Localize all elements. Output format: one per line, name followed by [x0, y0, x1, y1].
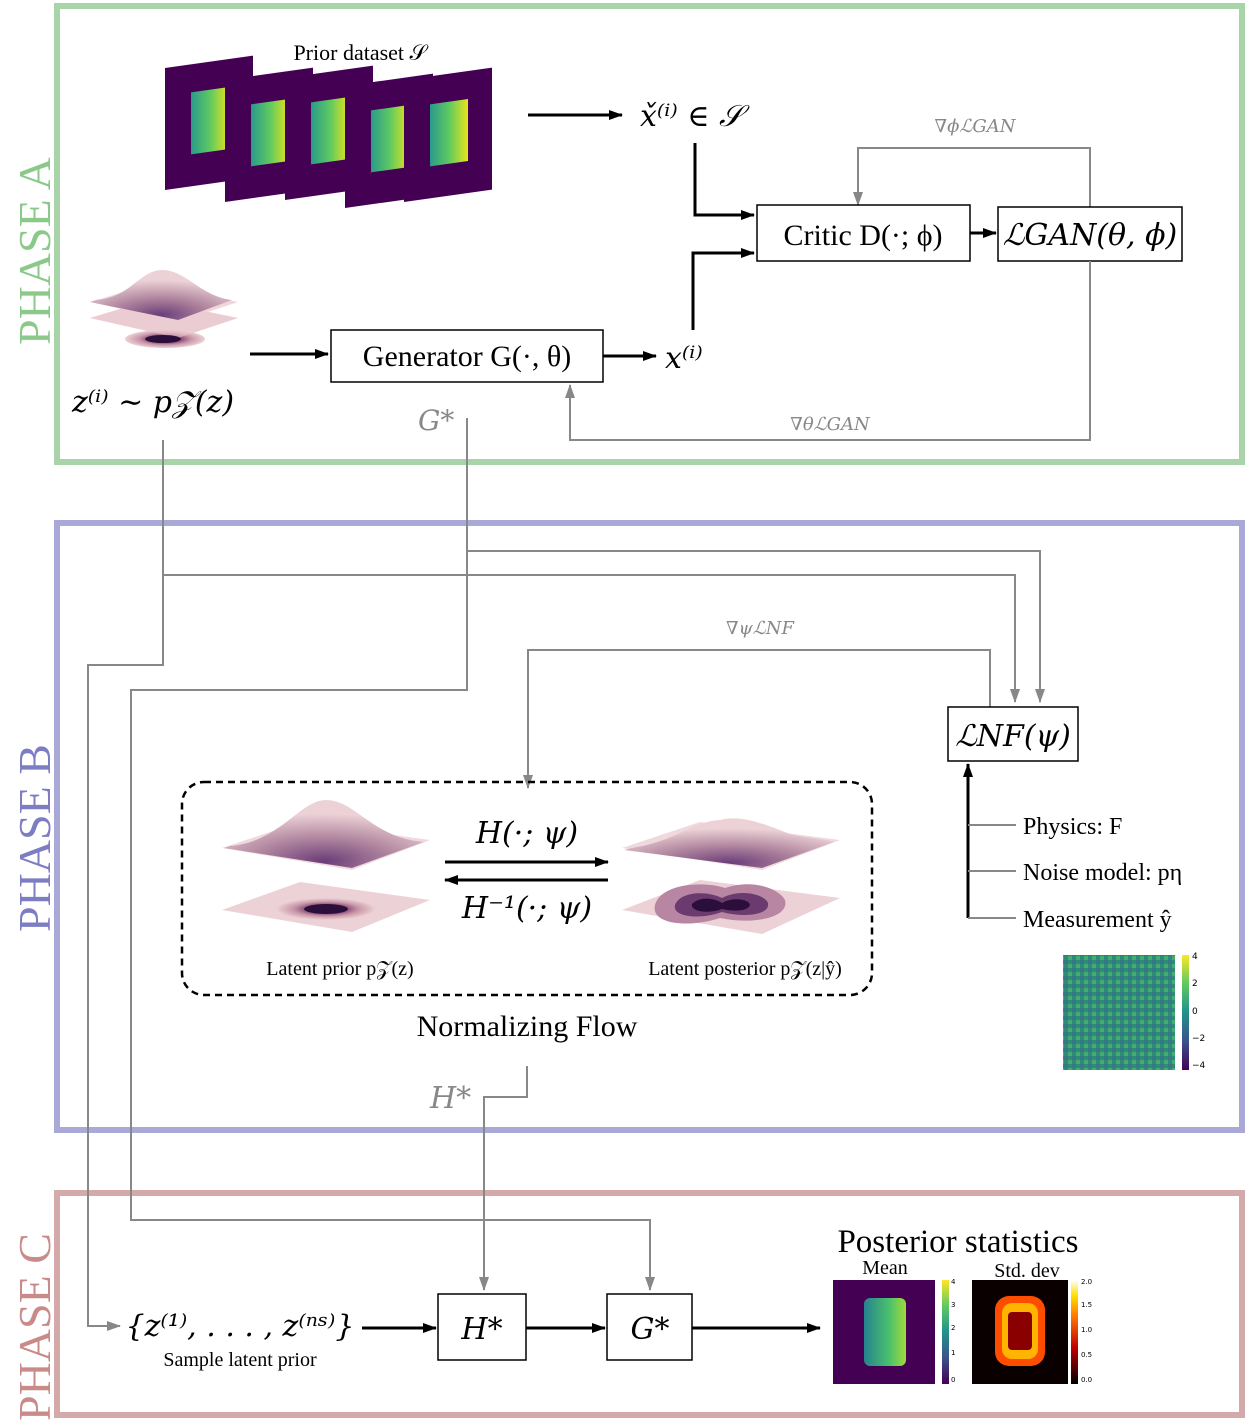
phase-a-frame — [54, 3, 1245, 465]
svg-text:1: 1 — [951, 1349, 955, 1357]
measurement-colorbar-ticks: 4 2 0 −2 −4 — [1192, 952, 1206, 1071]
physics-label: Physics: F — [1023, 814, 1122, 840]
mean-image — [833, 1280, 949, 1384]
posterior-statistics-title: Posterior statistics — [837, 1224, 1078, 1260]
generated-to-critic-arrow — [691, 248, 755, 330]
forward-map-label: H(·; ψ) — [475, 816, 578, 851]
svg-text:2.0: 2.0 — [1081, 1278, 1092, 1286]
measurement-label: Measurement ŷ — [1023, 907, 1172, 933]
loss-gan-label: ℒGAN(θ, ϕ) — [1003, 218, 1177, 253]
prior-dataset-stack — [165, 55, 492, 208]
loss-nf-label: ℒNF(ψ) — [955, 719, 1071, 754]
grad-phi-label: ∇ϕℒGAN — [935, 116, 1017, 137]
phase-a-label: PHASE A — [9, 157, 60, 345]
latent-posterior-label: Latent posterior p𝒵(z|ŷ) — [648, 958, 842, 980]
grad-phi-arrow — [853, 147, 1091, 248]
svg-text:−4: −4 — [1192, 1061, 1206, 1071]
latent-to-nf-connector — [162, 440, 1020, 703]
svg-text:−2: −2 — [1192, 1034, 1205, 1044]
inverse-map-label: H⁻¹(·; ψ) — [461, 891, 592, 926]
gstar-to-nf-connector — [466, 418, 1045, 703]
loss-nf-box — [947, 706, 1079, 762]
loss-gan-box — [997, 206, 1183, 262]
normalizing-flow-box — [180, 780, 874, 997]
generator-box — [330, 329, 604, 383]
phase-b-frame — [54, 520, 1245, 1133]
normalizing-flow-title: Normalizing Flow — [417, 1010, 638, 1043]
phase-b-label: PHASE B — [9, 744, 60, 932]
latent-prior-label: Latent prior p𝒵(z) — [266, 958, 413, 980]
phase-c-label: PHASE C — [9, 1233, 60, 1421]
std-image — [972, 1280, 1078, 1384]
dataset-sample-label: x̌⁽ⁱ⁾ ∈ 𝒮 — [640, 99, 750, 134]
mean-label: Mean — [862, 1257, 908, 1279]
generator-label: Generator G(·, θ) — [363, 340, 571, 373]
latent-samples-label: {z⁽¹⁾, . . . , z⁽ⁿˢ⁾} — [126, 1309, 355, 1344]
svg-text:4: 4 — [1192, 952, 1198, 962]
grad-psi-label: ∇ψℒNF — [726, 618, 795, 639]
std-colorbar-ticks: 2.0 1.5 1.0 0.5 0.0 — [1081, 1278, 1092, 1384]
latent-posterior-plot — [622, 818, 840, 934]
grad-psi-arrow — [523, 649, 991, 789]
svg-text:2: 2 — [951, 1324, 955, 1332]
generated-sample-label: x⁽ⁱ⁾ — [665, 341, 703, 376]
grad-theta-label: ∇θℒGAN — [790, 414, 871, 435]
latent-sample-label: z⁽ⁱ⁾ ∼ p𝒵(z) — [71, 385, 234, 420]
svg-text:2: 2 — [1192, 979, 1198, 989]
sample-latent-prior-caption: Sample latent prior — [163, 1349, 317, 1371]
g-star-label: G* — [418, 404, 454, 437]
critic-box — [756, 204, 971, 262]
prior-dataset-label: Prior dataset 𝒮 — [293, 40, 428, 65]
h-star-label: H* — [429, 1081, 471, 1116]
noise-label: Noise model: pη — [1023, 860, 1182, 886]
h-star-box-label: H* — [460, 1312, 502, 1347]
svg-text:1.0: 1.0 — [1081, 1326, 1092, 1334]
mean-colorbar-ticks: 4 3 2 1 0 — [951, 1278, 956, 1384]
grad-theta-arrow — [565, 261, 1091, 441]
h-star-box — [437, 1293, 527, 1361]
svg-text:0: 0 — [1192, 1007, 1198, 1017]
svg-text:0.5: 0.5 — [1081, 1351, 1092, 1359]
sample-to-critic-arrow — [693, 143, 755, 220]
phase-c-frame — [54, 1190, 1245, 1418]
latent-to-samples-connector — [87, 575, 164, 1331]
hstar-connector — [479, 1066, 528, 1291]
svg-text:3: 3 — [951, 1301, 955, 1309]
latent-gaussian-a — [90, 270, 238, 348]
measurement-image — [1063, 955, 1189, 1070]
std-label: Std. dev — [994, 1260, 1060, 1282]
critic-label: Critic D(·; ϕ) — [783, 219, 942, 252]
g-star-box-label: G* — [631, 1312, 670, 1347]
latent-prior-plot — [222, 800, 430, 932]
svg-text:4: 4 — [951, 1278, 956, 1286]
svg-text:0: 0 — [951, 1376, 955, 1384]
gstar-to-phase-c-connector — [130, 551, 655, 1291]
svg-text:1.5: 1.5 — [1081, 1301, 1092, 1309]
svg-text:0.0: 0.0 — [1081, 1376, 1092, 1384]
